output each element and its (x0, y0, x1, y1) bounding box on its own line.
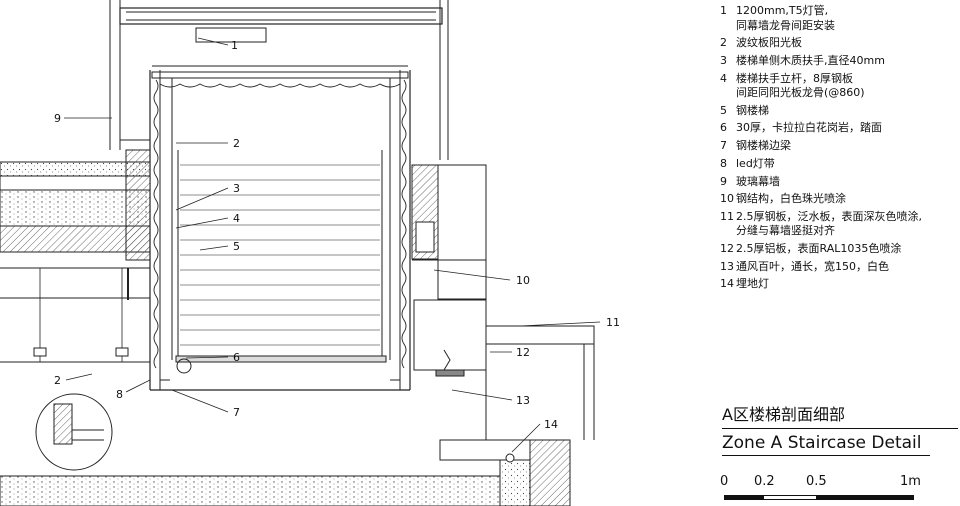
granite-tread (175, 355, 387, 363)
callout-7: 7 (233, 406, 240, 419)
legend-number: 6 (720, 121, 727, 135)
callout-8: 8 (116, 388, 123, 401)
right-wall (411, 164, 595, 440)
callout-6: 6 (233, 351, 240, 364)
legend-text: 2.5厚钢板，泛水板，表面深灰色喷涂, 分缝与幕墙竖挺对齐 (736, 209, 922, 238)
legend-text: 30厚，卡拉拉白花岗岩，踏面 (736, 121, 882, 135)
callout-1: 1 (231, 39, 238, 52)
legend-number: 10 (720, 192, 734, 206)
callout-4: 4 (233, 212, 240, 225)
callout-14: 14 (544, 418, 558, 431)
drawing-title-cn: A区楼梯剖面细部 (722, 404, 958, 429)
drawing-title-en: Zone A Staircase Detail (722, 429, 930, 456)
legend-text: led灯带 (736, 156, 775, 170)
legend-text: 通风百叶，通长，宽150，白色 (736, 259, 889, 273)
callout-5: 5 (233, 240, 240, 253)
legend-number: 7 (720, 139, 727, 153)
legend-text: 玻璃幕墙 (736, 174, 780, 188)
legend-item: 8 led灯带 (720, 157, 956, 172)
legend-number: 9 (720, 174, 727, 188)
legend-text: 钢结构，白色珠光喷涂 (736, 192, 846, 206)
legend-number: 1 (720, 4, 727, 17)
legend-number: 12 (720, 242, 734, 256)
legend-number: 2 (720, 36, 727, 50)
legend-text: 2.5厚铝板，表面RAL1035色喷涂 (736, 242, 902, 256)
legend-number: 3 (720, 53, 727, 67)
legend-text: 楼梯单侧木质扶手,直径40mm (736, 53, 885, 67)
legend-text: 钢楼梯边梁 (736, 139, 791, 153)
scale-label-0-2: 0.2 (754, 474, 775, 489)
legend-item: 2 波纹板阳光板 (720, 36, 956, 51)
leader-lines (64, 37, 601, 453)
legend-text: 1200mm,T5灯管, 同幕墙龙骨间距安装 (736, 4, 835, 32)
callout-9: 9 (54, 112, 61, 125)
legend-text: 波纹板阳光板 (736, 36, 802, 50)
structure-lines (109, 0, 449, 391)
callout-12: 12 (516, 346, 530, 359)
scale-segment (764, 495, 816, 500)
legend-item: 1 1200mm,T5灯管, 同幕墙龙骨间距安装 (720, 4, 956, 33)
legend-number: 5 (720, 103, 727, 117)
scale-segment (816, 495, 914, 500)
callout-11: 11 (606, 316, 620, 329)
corrugated-panel-right (401, 79, 407, 369)
legend-text: 钢楼梯 (736, 103, 769, 117)
corrugated-panel-left (153, 79, 159, 369)
led-detail-circle (176, 358, 192, 374)
detail-bubble (35, 393, 113, 471)
legend-item: 4 楼梯扶手立杆，8厚钢板 间距同阳光板龙骨(@860) (720, 72, 956, 101)
callout-13: 13 (516, 394, 530, 407)
skylight-frame (119, 7, 443, 25)
scale-label-1m: 1m (900, 474, 921, 489)
callout-2-lower: 2 (54, 374, 61, 387)
callout-2: 2 (233, 137, 240, 150)
legend-number: 11 (720, 209, 734, 223)
legend-item: 7 钢楼梯边梁 (720, 139, 956, 154)
legend-number: 13 (720, 259, 734, 273)
legend-item: 3 楼梯单侧木质扶手,直径40mm (720, 54, 956, 69)
callout-3: 3 (233, 182, 240, 195)
title-block: A区楼梯剖面细部 Zone A Staircase Detail (722, 404, 958, 456)
callout-10: 10 (516, 274, 530, 287)
scale-label-0-5: 0.5 (806, 474, 827, 489)
scale-segment (724, 495, 764, 500)
corrugated-top (159, 83, 401, 88)
scale-label-0: 0 (720, 474, 729, 489)
in-ground-light (505, 453, 515, 463)
legend-item: 9 玻璃幕墙 (720, 175, 956, 190)
legend-number: 14 (720, 277, 734, 291)
legend-item: 5 钢楼梯 (720, 104, 956, 119)
legend-text: 埋地灯 (736, 277, 769, 291)
legend-number: 4 (720, 71, 727, 85)
legend-item: 6 30厚，卡拉拉白花岗岩，踏面 (720, 121, 956, 136)
legend: 1 1200mm,T5灯管, 同幕墙龙骨间距安装 2 波纹板阳光板 3 楼梯单侧木质扶… (720, 4, 956, 295)
legend-number: 8 (720, 156, 727, 170)
callout-labels: 1 2 3 4 5 6 7 8 9 10 11 12 13 14 2 (54, 39, 620, 431)
scale-bar: 0 0.2 0.5 1m (720, 474, 940, 506)
legend-text: 楼梯扶手立杆，8厚钢板 间距同阳光板龙骨(@860) (736, 71, 865, 100)
stair-treads (180, 164, 380, 346)
ground (0, 439, 571, 506)
left-floor-slab (0, 139, 151, 363)
